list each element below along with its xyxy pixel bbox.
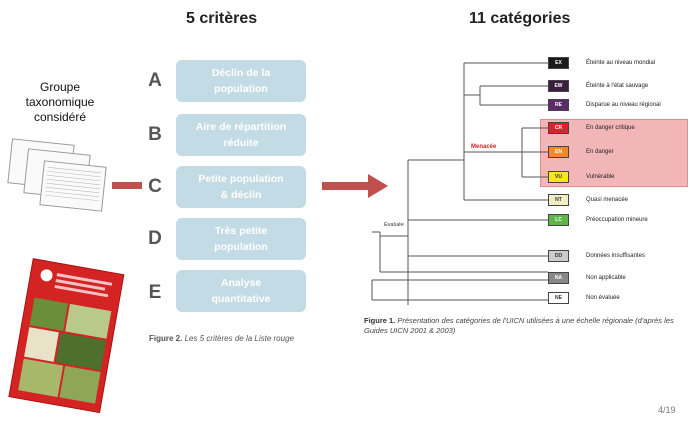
category-label: Données insuffisantes bbox=[586, 253, 645, 259]
category-label: Éteinte au niveau mondial bbox=[586, 60, 656, 66]
figure1-caption: Figure 1. Présentation des catégories de… bbox=[364, 316, 674, 335]
category-code: RE bbox=[548, 99, 569, 111]
taxonomic-group-label: Groupe taxonomique considéré bbox=[25, 80, 95, 124]
category-code: NE bbox=[548, 292, 569, 304]
criterion-letter-d: D bbox=[148, 228, 162, 249]
category-tree bbox=[371, 62, 548, 305]
category-code: LC bbox=[548, 214, 569, 226]
red-list-guide-cover-icon bbox=[8, 258, 125, 414]
category-code: EX bbox=[548, 57, 569, 69]
category-label: Disparue au niveau régional bbox=[586, 102, 661, 108]
document-stack-icon bbox=[7, 138, 107, 212]
category-code: DD bbox=[548, 250, 569, 262]
category-en: EN bbox=[548, 146, 569, 158]
category-ew: EW bbox=[548, 80, 569, 92]
category-label: En danger bbox=[586, 149, 614, 155]
criterion-letter-a: A bbox=[148, 70, 162, 91]
category-label: Non applicable bbox=[586, 275, 626, 281]
category-lc: LC bbox=[548, 214, 569, 226]
category-re: RE bbox=[548, 99, 569, 111]
category-label: Préoccupation mineure bbox=[586, 217, 648, 223]
category-code: VU bbox=[548, 171, 569, 183]
category-label: Vulnérable bbox=[586, 174, 615, 180]
category-vu: VU bbox=[548, 171, 569, 183]
category-label: Éteinte à l'état sauvage bbox=[586, 83, 649, 89]
category-ne: NE bbox=[548, 292, 569, 304]
category-code: NA bbox=[548, 272, 569, 284]
categories-heading: 11 catégories bbox=[469, 10, 571, 27]
category-code: EN bbox=[548, 146, 569, 158]
category-nt: NT bbox=[548, 194, 569, 206]
arrow-right-icon bbox=[322, 174, 388, 198]
category-na: NA bbox=[548, 272, 569, 284]
group-to-criteria-connector bbox=[112, 182, 142, 189]
criterion-letter-c: C bbox=[148, 176, 162, 197]
criterion-letter-b: B bbox=[148, 124, 162, 145]
category-code: EW bbox=[548, 80, 569, 92]
figure2-caption: Figure 2. Les 5 critères de la Liste rou… bbox=[149, 334, 294, 343]
category-cr: CR bbox=[548, 122, 569, 134]
threatened-label: Menacée bbox=[471, 144, 497, 150]
page-number: 4/19 bbox=[658, 405, 676, 415]
category-ex: EX bbox=[548, 57, 569, 69]
criterion-box-c: Petite population& déclin bbox=[176, 166, 306, 208]
criterion-letter-e: E bbox=[148, 282, 162, 303]
category-label: Non évaluée bbox=[586, 295, 620, 301]
category-code: CR bbox=[548, 122, 569, 134]
evaluated-label: Évaluée bbox=[384, 222, 404, 228]
criteria-heading: 5 critères bbox=[186, 10, 258, 27]
category-code: NT bbox=[548, 194, 569, 206]
category-label: Quasi menacée bbox=[586, 197, 629, 203]
category-label: En danger critique bbox=[586, 125, 635, 131]
category-dd: DD bbox=[548, 250, 569, 262]
